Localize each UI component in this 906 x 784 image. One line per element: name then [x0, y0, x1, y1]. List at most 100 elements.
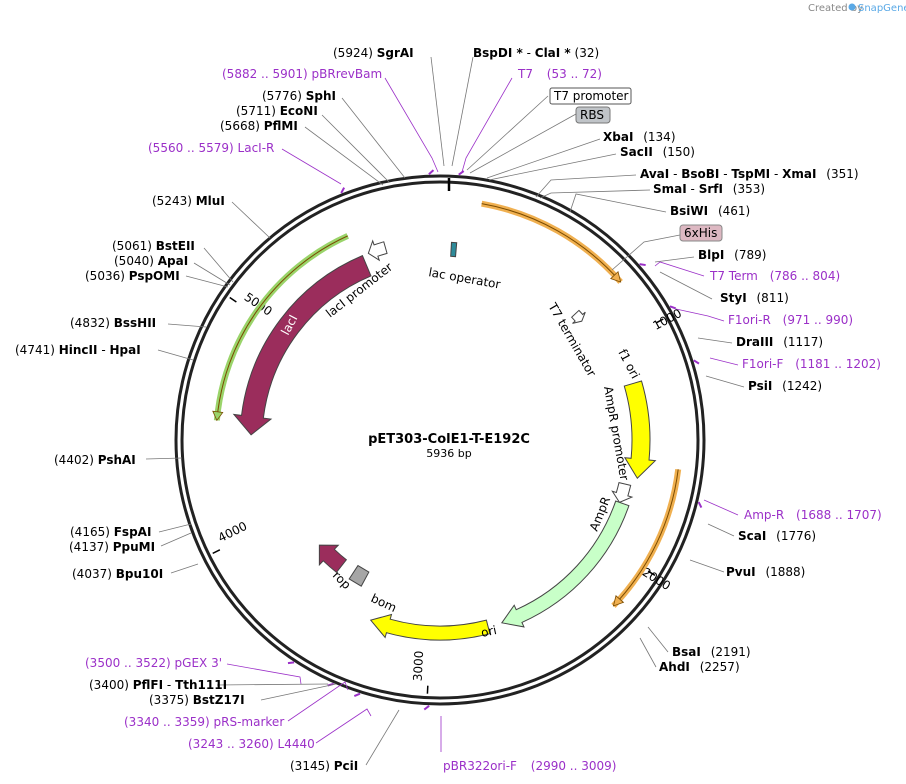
leader-xbai	[486, 138, 601, 179]
leader-rbs	[469, 113, 577, 174]
laci-feature	[232, 254, 372, 436]
leader-apai	[193, 262, 231, 286]
label-f1ori-f: F1ori-F (1181 .. 1202)	[742, 357, 881, 371]
ruler-label: 4000	[216, 519, 250, 545]
label-bsshii: (4832) BssHII	[70, 316, 156, 330]
leader-econi	[321, 114, 390, 183]
ampr-promoter-label: AmpR promoter	[601, 385, 631, 481]
svg-text:T7 promoter: T7 promoter	[553, 89, 629, 103]
label-psii: PsiI (1242)	[748, 379, 822, 393]
leader-styi	[659, 271, 713, 300]
label-pspomi: (5036) PspOMI	[85, 269, 180, 283]
leader-pspomi	[185, 275, 229, 288]
ori-label: ori	[480, 623, 498, 640]
ruler-label: 3000	[411, 650, 426, 681]
t7-terminator-label: T7 terminator	[545, 300, 599, 379]
f1-ori-label: f1 ori	[615, 347, 642, 381]
label-draiii: DraIII (1117)	[736, 335, 823, 349]
label-econi: (5711) EcoNI	[236, 104, 318, 118]
ruler-tick	[212, 549, 221, 555]
label-bspdi-clai: BspDI * - ClaI * (32)	[473, 46, 599, 60]
watermark-brand: SnapGene	[858, 3, 906, 14]
backbone-outer	[174, 174, 706, 706]
lac-operator-label: lac operator	[427, 265, 501, 291]
leader-l4440	[315, 708, 372, 744]
primer-site-mark	[340, 187, 346, 194]
leader-sphi	[341, 97, 406, 179]
green-arc-lacI-arrowhead	[212, 410, 224, 422]
label-avai-group: AvaI - BsoBI - TspMI - XmaI (351)	[640, 167, 859, 181]
leader-laci-r	[281, 148, 342, 185]
ampr-promoter-feature	[611, 482, 634, 503]
leader-fspai	[158, 523, 192, 533]
plasmid-size: 5936 bp	[426, 447, 471, 460]
orange-cds-2-arc-core	[613, 469, 679, 607]
label-amp-r: Amp-R (1688 .. 1707)	[744, 508, 882, 522]
laci-promoter-feature	[367, 239, 388, 262]
label-ahdi: AhdI (2257)	[659, 660, 740, 674]
leader-bsteii	[203, 247, 234, 283]
label-t7-promoter: T7 promoter	[549, 87, 632, 105]
ruler-tick	[229, 296, 237, 303]
orange-cds-2-arrowhead	[612, 595, 625, 607]
leader-bsai	[647, 626, 669, 653]
leader-ppumi	[160, 532, 192, 547]
leader-avai	[535, 174, 637, 198]
primer-site-mark	[353, 692, 361, 697]
features	[232, 169, 703, 711]
leader-bpu10i	[170, 563, 199, 574]
label-sacii: SacII (150)	[620, 145, 695, 159]
label-smai-srfi: SmaI - SrfI (353)	[653, 182, 765, 196]
leader-hincii	[157, 349, 194, 361]
leader-sgrai	[430, 56, 445, 167]
leader-blpi	[654, 256, 695, 263]
label-f1ori-r: F1ori-R (971 .. 990)	[728, 313, 853, 327]
label-6xhis: 6xHis	[679, 224, 723, 242]
rop-label: rop	[330, 568, 354, 592]
primer-site-mark	[428, 169, 435, 175]
label-xbai: XbaI (134)	[603, 130, 676, 144]
label-pcii: (3145) PciI	[290, 759, 358, 773]
label-sphi: (5776) SphI	[262, 89, 336, 103]
label-scai: ScaI (1776)	[738, 529, 816, 543]
primer-site-mark	[697, 501, 703, 509]
orange-cds-1-arrowhead	[610, 270, 622, 283]
leader-pflmi	[304, 126, 384, 186]
plasmid-name: pET303-ColE1-T-E192C	[368, 432, 530, 447]
label-styi: StyI (811)	[720, 291, 789, 305]
svg-text:6xHis: 6xHis	[684, 226, 717, 240]
label-pflmi: (5668) PflMI	[220, 119, 298, 133]
leader-pbrrevbam	[384, 77, 439, 173]
label-t7: T7 (53 .. 72)	[517, 67, 602, 81]
leader-bsshii	[167, 323, 207, 328]
label-apai: (5040) ApaI	[114, 254, 188, 268]
leader-pshai	[145, 457, 183, 460]
label-hincii-hpai: (4741) HincII - HpaI	[15, 343, 141, 357]
watermark: Created by SnapGene	[808, 3, 906, 14]
bom-feature	[348, 564, 370, 587]
label-pvui: PvuI (1888)	[726, 565, 805, 579]
label-fspai: (4165) FspAI	[70, 525, 151, 539]
leader-f1ori-f	[709, 357, 739, 366]
watermark-prefix: Created by	[808, 3, 863, 14]
leader-lines	[145, 56, 745, 766]
primer-site-mark	[639, 263, 646, 267]
label-sgrai: (5924) SgrAI	[333, 46, 414, 60]
label-laci-r: (5560 .. 5579) LacI-R	[148, 141, 274, 155]
leader-f1ori-r	[675, 308, 725, 322]
leader-pcii	[365, 709, 400, 766]
backbone-inner	[180, 180, 700, 700]
leader-scai	[707, 523, 735, 537]
leader-amp-r	[703, 499, 739, 516]
label-t7-term: T7 Term (786 .. 804)	[709, 269, 840, 283]
label-bsteii: (5061) BstEII	[112, 239, 195, 253]
label-prs-marker: (3340 .. 3359) pRS-marker	[124, 715, 284, 729]
label-bsiwi: BsiWI (461)	[670, 204, 750, 218]
leader-smai	[539, 189, 651, 199]
site-labels: (5924) SgrAI BspDI * - ClaI * (32) (5882…	[15, 46, 882, 773]
label-pbr322ori-f: pBR322ori-F (2990 .. 3009)	[443, 759, 616, 773]
label-pbrrevbam: (5882 .. 5901) pBRrevBam	[222, 67, 382, 81]
leader-prs-marker	[287, 681, 349, 722]
label-pshai: (4402) PshAI	[54, 453, 136, 467]
